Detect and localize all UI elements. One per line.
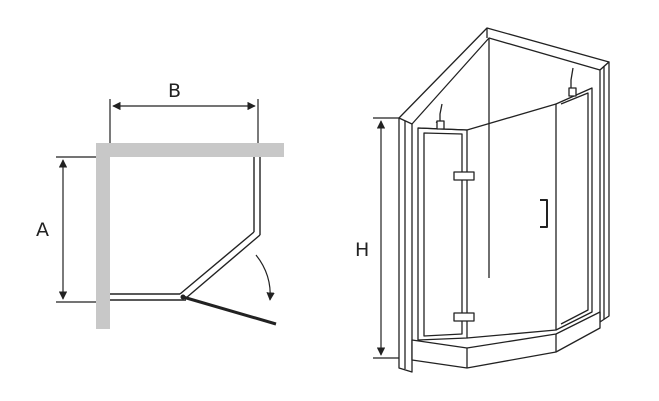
- plan-view: B A: [36, 80, 284, 329]
- enclosure-outline: [110, 157, 261, 301]
- wall-left: [96, 143, 110, 329]
- label-b: B: [168, 80, 181, 102]
- wall-frame-top: [398, 27, 610, 278]
- label-h: H: [355, 239, 369, 261]
- dimension-a: [56, 156, 96, 303]
- door-handle: [540, 199, 548, 228]
- bracket-clip-left: [436, 120, 445, 130]
- door-open: [182, 295, 277, 326]
- dimension-b: [109, 99, 259, 143]
- bracket-clip-right: [568, 87, 577, 97]
- door-swing-arrow: [255, 254, 275, 301]
- left-wall: [398, 117, 413, 373]
- glass-panels: [417, 87, 593, 341]
- shower-base: [411, 311, 601, 369]
- wall-top: [96, 143, 284, 157]
- dimension-h: [373, 117, 399, 359]
- hinge-top: [453, 171, 475, 181]
- hinge-bottom: [453, 312, 475, 322]
- door-hinge: [180, 294, 186, 300]
- perspective-view: [373, 27, 610, 373]
- right-wall: [599, 61, 610, 323]
- label-a: A: [36, 219, 49, 241]
